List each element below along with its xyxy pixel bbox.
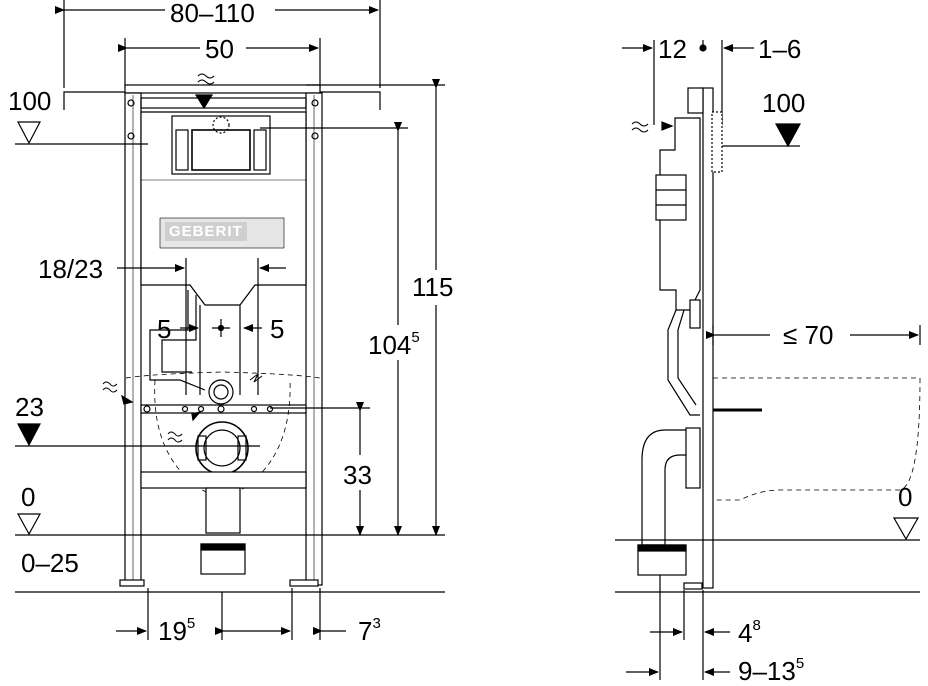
label-height-total: 115 <box>412 272 454 302</box>
label-offset-left: 5 <box>157 314 172 344</box>
label-level-top: 100 <box>8 86 52 116</box>
label-level-23: 23 <box>15 392 44 422</box>
side-9-sup: 5 <box>795 655 805 672</box>
bottom-19-sup: 5 <box>186 615 196 632</box>
label-side-12: 12 <box>658 34 687 64</box>
label-width-outer: 80–110 <box>170 0 255 28</box>
geberit-logo: GEBERIT <box>165 222 247 241</box>
label-pitch: 18/23 <box>38 254 104 284</box>
label-width-inner: 50 <box>205 34 234 64</box>
bottom-7-sup: 3 <box>372 615 381 632</box>
label-side-level-0: 0 <box>898 482 913 512</box>
label-offset-right: 5 <box>270 314 285 344</box>
height-104-value: 104 <box>368 330 412 360</box>
label-bottom-19: 195 <box>158 615 196 646</box>
side-view <box>615 40 921 680</box>
front-view <box>15 0 445 640</box>
label-side-level-100: 100 <box>762 88 806 118</box>
bottom-19-value: 19 <box>158 616 187 646</box>
label-side-projection: ≤ 70 <box>783 320 834 350</box>
label-side-9-13: 9–135 <box>738 655 805 686</box>
label-height-104: 1045 <box>368 329 420 360</box>
label-level-0: 0 <box>21 482 36 512</box>
label-height-33: 33 <box>343 460 372 490</box>
side-4-value: 4 <box>738 618 753 648</box>
label-bottom-7: 73 <box>358 615 381 646</box>
front-level-markers <box>16 94 214 536</box>
side-level-markers <box>661 121 920 541</box>
height-104-sup: 5 <box>411 329 420 346</box>
label-side-1-6: 1–6 <box>758 34 802 64</box>
side-9-value: 9–13 <box>738 656 796 686</box>
side-4-sup: 8 <box>752 617 761 634</box>
label-floor-range: 0–25 <box>21 548 79 578</box>
label-side-4: 48 <box>738 617 761 648</box>
bottom-7-value: 7 <box>358 616 373 646</box>
